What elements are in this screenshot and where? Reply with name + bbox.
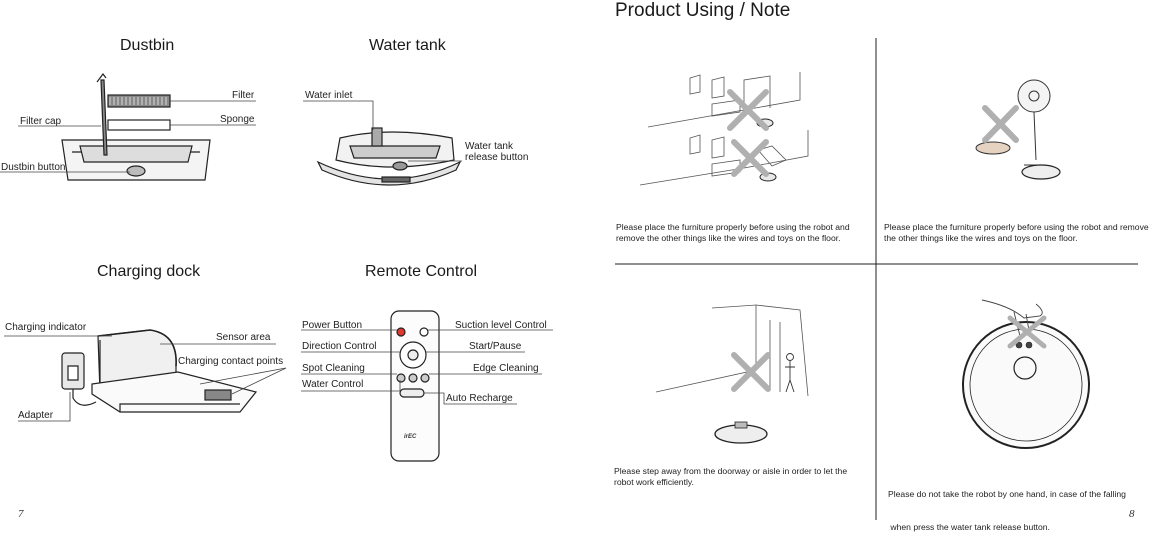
auto-recharge-label: Auto Recharge [446,393,513,404]
charging-contact-points-label: Charging contact points [178,356,284,367]
note-4-line1: Please do not take the robot by one hand… [888,489,1126,499]
dustbin-button-label: Dustbin button [1,162,66,173]
note-1-line2: remove the other things like the wires a… [616,233,841,243]
note-2-line1: Please place the furniture properly befo… [884,222,1149,232]
charging-dock-title: Charging dock [97,263,201,280]
note-3-line1: Please step away from the doorway or ais… [614,466,848,476]
note-1-line1: Please place the furniture properly befo… [616,222,850,232]
remote-brand-logo: irEC [404,434,417,440]
note-3-line2: robot work efficiently. [614,477,694,487]
doorway-illustration [655,304,809,444]
charging-dock-illustration [4,329,287,422]
filter-label: Filter [232,90,255,101]
spot-cleaning-label: Spot Cleaning [302,363,365,374]
sensor-area-label: Sensor area [216,332,271,343]
note-3: Please step away from the doorway or ais… [614,466,847,488]
remote-control-illustration [301,310,553,462]
fan-wires-illustration [975,79,1061,180]
sponge-label: Sponge [220,114,255,125]
note-2: Please place the furniture properly befo… [884,222,1149,244]
charging-indicator-label: Charging indicator [5,322,87,333]
filter-cap-label: Filter cap [20,116,62,127]
note-1: Please place the furniture properly befo… [616,222,850,244]
water-tank-title: Water tank [369,37,446,54]
product-using-title: Product Using / Note [615,0,791,21]
start-pause-label: Start/Pause [469,341,522,352]
adapter-label: Adapter [18,410,54,421]
water-inlet-label: Water inlet [305,90,353,101]
edge-cleaning-label: Edge Cleaning [473,363,539,374]
water-control-label: Water Control [302,379,364,390]
power-button-label: Power Button [302,320,363,331]
note-4: Please do not take the robot by one hand… [888,467,1126,544]
page-number-right: 8 [1129,508,1135,520]
robot-hand-illustration [962,299,1090,449]
dustbin-illustration [0,73,256,181]
remote-control-title: Remote Control [365,263,478,280]
release-button-label-line2: release button [465,152,529,163]
direction-control-label: Direction Control [302,341,377,352]
note-4-line2: when press the water tank release button… [888,522,1050,532]
furniture-rooms-illustration [639,72,809,186]
suction-level-label: Suction level Control [455,320,547,331]
dustbin-title: Dustbin [120,37,175,54]
note-2-line2: the other things like the wires and toys… [884,233,1078,243]
release-button-label-line1: Water tank [465,141,513,152]
page-number-left: 7 [18,508,24,520]
page-grid-lines [615,38,1138,520]
water-tank-illustration [303,100,462,186]
